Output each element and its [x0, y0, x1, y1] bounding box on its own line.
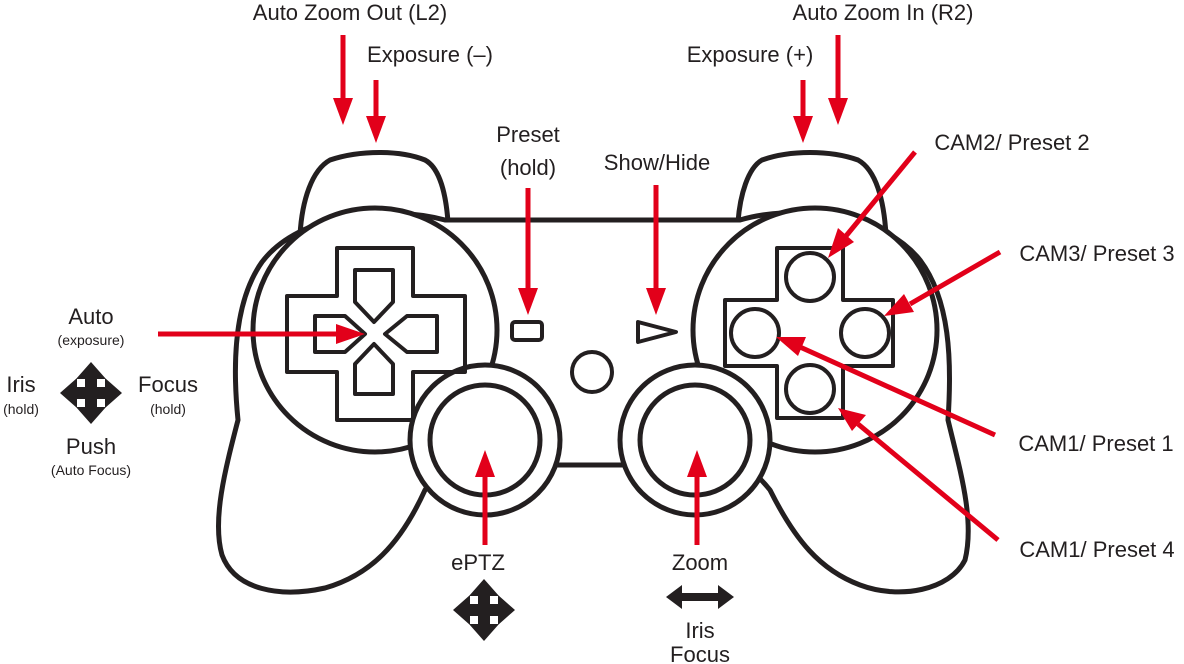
label-preset: Preset	[496, 122, 560, 147]
label-push-auto-focus: (Auto Focus)	[51, 462, 131, 478]
arrow-auto-zoom-in-head	[828, 98, 848, 125]
label-auto: Auto	[68, 304, 113, 329]
label-cam3: CAM3/ Preset 3	[1019, 241, 1174, 266]
label-iris-bottom: Iris	[685, 618, 714, 643]
label-exposure-plus: Exposure (+)	[687, 42, 814, 67]
label-auto-zoom-in: Auto Zoom In (R2)	[793, 0, 974, 25]
four-way-arrow-icon	[60, 362, 122, 424]
label-cam2: CAM2/ Preset 2	[934, 130, 1089, 155]
four-way-arrow-icon	[453, 579, 515, 641]
label-preset-hold: (hold)	[500, 155, 556, 180]
label-focus: Focus	[138, 372, 198, 397]
label-exposure-minus: Exposure (–)	[367, 42, 493, 67]
arrow-auto-zoom-out-head	[333, 98, 353, 125]
arrow-exposure-plus-head	[793, 116, 813, 143]
horizontal-double-arrow-icon	[666, 585, 734, 609]
label-auto-exposure: (exposure)	[58, 332, 125, 348]
label-cam1-preset1: CAM1/ Preset 1	[1018, 431, 1173, 456]
label-iris-hold: (hold)	[3, 401, 39, 417]
label-show-hide: Show/Hide	[604, 150, 710, 175]
label-push: Push	[66, 434, 116, 459]
label-auto-zoom-out: Auto Zoom Out (L2)	[253, 0, 447, 25]
label-focus-bottom: Focus	[670, 642, 730, 664]
label-focus-hold: (hold)	[150, 401, 186, 417]
label-iris: Iris	[6, 372, 35, 397]
label-cam1-preset4: CAM1/ Preset 4	[1019, 537, 1174, 562]
label-zoom: Zoom	[672, 550, 728, 575]
arrow-exposure-minus-head	[366, 116, 386, 143]
label-eptz: ePTZ	[451, 550, 505, 575]
